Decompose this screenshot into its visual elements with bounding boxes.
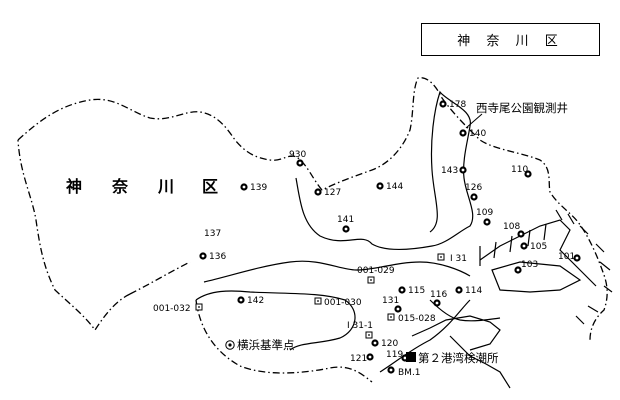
svg-text:141: 141 [337, 215, 354, 225]
svg-text:136: 136 [209, 252, 226, 262]
well-140: 140 [459, 129, 486, 139]
well-144: 144 [376, 182, 403, 192]
river-bank-west [203, 260, 471, 283]
svg-text:109: 109 [476, 208, 493, 218]
svg-text:120: 120 [381, 339, 398, 349]
well-109: 109 [476, 208, 493, 226]
benchmark-i31: I 31 [437, 253, 467, 264]
svg-text:001-029: 001-029 [357, 266, 395, 276]
shore-line [195, 290, 356, 351]
svg-text:101: 101 [558, 252, 575, 262]
map-title: 神 奈 川 区 [457, 34, 564, 49]
district-char-1: 神 [66, 177, 82, 196]
well-115: 115 [398, 286, 425, 296]
svg-text:121: 121 [350, 354, 367, 364]
well-136: 136 [199, 252, 226, 262]
well-110: 110 [511, 165, 532, 178]
well-930: 930 [289, 150, 306, 167]
tide-station: 第２港湾検潮所 [406, 351, 499, 365]
benchmark-i31-1: I 31-1 [347, 321, 373, 339]
well-142: 142 [237, 296, 264, 306]
svg-text:BM.1: BM.1 [398, 368, 421, 378]
svg-text:第２港湾検潮所: 第２港湾検潮所 [418, 351, 499, 365]
svg-text:131: 131 [382, 296, 399, 306]
benchmark-015-028: 015-028 [387, 313, 436, 324]
svg-text:105: 105 [530, 242, 547, 252]
svg-text:126: 126 [465, 183, 482, 193]
map-title-box: 神 奈 川 区 [421, 23, 600, 56]
svg-text:139: 139 [250, 183, 267, 193]
well-105: 105 [520, 242, 547, 252]
well-119: 119 [386, 350, 409, 362]
svg-text:015-028: 015-028 [398, 314, 436, 324]
yokohama-origin-point: 横浜基準点 [225, 338, 295, 352]
well-141: 141 [337, 215, 354, 233]
well-103: 103 [514, 260, 538, 274]
svg-text:142: 142 [247, 296, 264, 306]
district-char-2: 奈 [111, 177, 129, 196]
district-char-4: 区 [202, 177, 218, 196]
pier-lines [479, 209, 613, 325]
well-121: 121 [350, 353, 374, 364]
svg-text:127: 127 [324, 188, 341, 198]
well-178: 178 [439, 100, 466, 110]
svg-text:119: 119 [386, 350, 403, 360]
svg-text:144: 144 [386, 182, 403, 192]
well-bm1: BM.1 [387, 366, 421, 378]
river-line [295, 90, 474, 251]
svg-text:140: 140 [469, 129, 486, 139]
svg-text:930: 930 [289, 150, 306, 160]
district-char-3: 川 [157, 177, 174, 196]
well-143: 143 [441, 166, 467, 176]
well-137: 137 [204, 229, 221, 239]
svg-text:001-030: 001-030 [324, 298, 362, 308]
district-boundary-south [129, 261, 373, 383]
svg-text:143: 143 [441, 166, 458, 176]
svg-text:114: 114 [465, 286, 482, 296]
svg-text:西寺尾公園観測井: 西寺尾公園観測井 [476, 101, 568, 115]
svg-text:110: 110 [511, 165, 528, 175]
well-139: 139 [240, 183, 267, 193]
harbor-coast [379, 219, 597, 389]
svg-text:横浜基準点: 横浜基準点 [237, 338, 295, 352]
benchmark-001-029: 001-029 [357, 266, 395, 284]
svg-text:103: 103 [521, 260, 538, 270]
svg-text:116: 116 [430, 290, 447, 300]
well-127: 127 [314, 188, 341, 198]
well-120: 120 [371, 339, 398, 349]
well-108: 108 [503, 222, 525, 238]
svg-text:I 31: I 31 [450, 254, 467, 264]
well-114: 114 [455, 286, 482, 296]
svg-text:108: 108 [503, 222, 520, 232]
well-126: 126 [465, 183, 482, 201]
well-116: 116 [430, 290, 447, 307]
svg-text:I 31-1: I 31-1 [347, 321, 373, 331]
district-boundary [17, 77, 608, 341]
well-131: 131 [382, 296, 402, 313]
svg-text:178: 178 [449, 100, 466, 110]
benchmark-001-030: 001-030 [314, 297, 362, 308]
svg-text:001-032: 001-032 [153, 304, 191, 314]
benchmark-001-032: 001-032 [153, 303, 203, 314]
svg-text:115: 115 [408, 286, 425, 296]
svg-text:137: 137 [204, 229, 221, 239]
nishiterao-park-well: 西寺尾公園観測井 [465, 101, 568, 129]
well-101: 101 [558, 252, 581, 262]
